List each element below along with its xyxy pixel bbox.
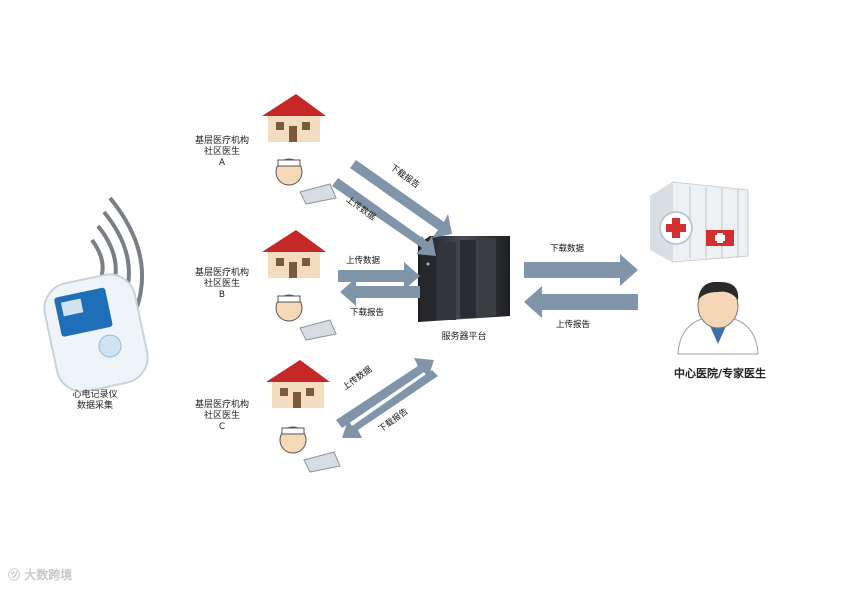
clinic-b-id: B <box>218 290 226 300</box>
doctor-laptop-icon-a <box>275 158 337 205</box>
watermark-text: 大数跨境 <box>24 568 73 582</box>
arrow-label-b-upload: 上传数据 <box>346 256 381 266</box>
arrow-download-report-a <box>350 160 452 238</box>
clinic-c-type: 基层医疗机构 <box>194 400 249 410</box>
arrow-upload-report-hospital <box>524 286 638 318</box>
watermark: ㋡ 大数跨境 <box>8 566 72 583</box>
arrow-upload-data-a-body <box>332 178 436 256</box>
hospital-label: 中心医院/专家医生 <box>673 367 767 380</box>
server-rack-icon <box>418 236 510 322</box>
clinic-label-c: 基层医疗机构 社区医生 C <box>186 400 258 433</box>
clinic-a-type: 基层医疗机构 <box>194 136 249 146</box>
ecg-recorder-icon <box>43 273 149 393</box>
device-label-line1: 心电记录仪 <box>72 390 118 400</box>
arrow-label-hospital-download: 下载数据 <box>550 244 585 254</box>
device-label-line2: 数据采集 <box>76 401 113 411</box>
clinic-label-b: 基层医疗机构 社区医生 B <box>186 268 258 301</box>
server-label: 服务器平台 <box>441 332 487 342</box>
doctor-laptop-icon-c <box>279 426 341 473</box>
clinic-house-icon-a <box>262 94 326 142</box>
clinic-b-role: 社区医生 <box>203 279 240 289</box>
device-label: 心电记录仪 数据采集 <box>50 390 140 412</box>
arrow-label-hospital-upload: 上传报告 <box>556 320 591 330</box>
clinic-label-a: 基层医疗机构 社区医生 A <box>186 136 258 169</box>
watermark-logo-icon: ㋡ <box>8 568 25 582</box>
arrow-label-b-download: 下载报告 <box>350 308 385 318</box>
clinic-house-icon-b <box>262 230 326 278</box>
arrow-download-report-b <box>340 278 420 306</box>
hospital-building-icon <box>650 181 749 263</box>
arrow-upload-data-c <box>336 358 434 428</box>
clinic-house-icon-c <box>266 360 330 408</box>
arrow-download-report-c <box>342 370 438 438</box>
clinic-a-role: 社区医生 <box>203 147 240 157</box>
clinic-b-type: 基层医疗机构 <box>194 268 249 278</box>
doctor-laptop-icon-b <box>275 294 337 341</box>
clinic-a-id: A <box>218 158 226 168</box>
specialist-doctor-icon <box>677 281 759 355</box>
clinic-c-id: C <box>218 422 226 432</box>
clinic-c-role: 社区医生 <box>203 411 240 421</box>
arrow-upload-data-b <box>338 262 420 290</box>
arrow-download-data-hospital <box>524 254 638 286</box>
